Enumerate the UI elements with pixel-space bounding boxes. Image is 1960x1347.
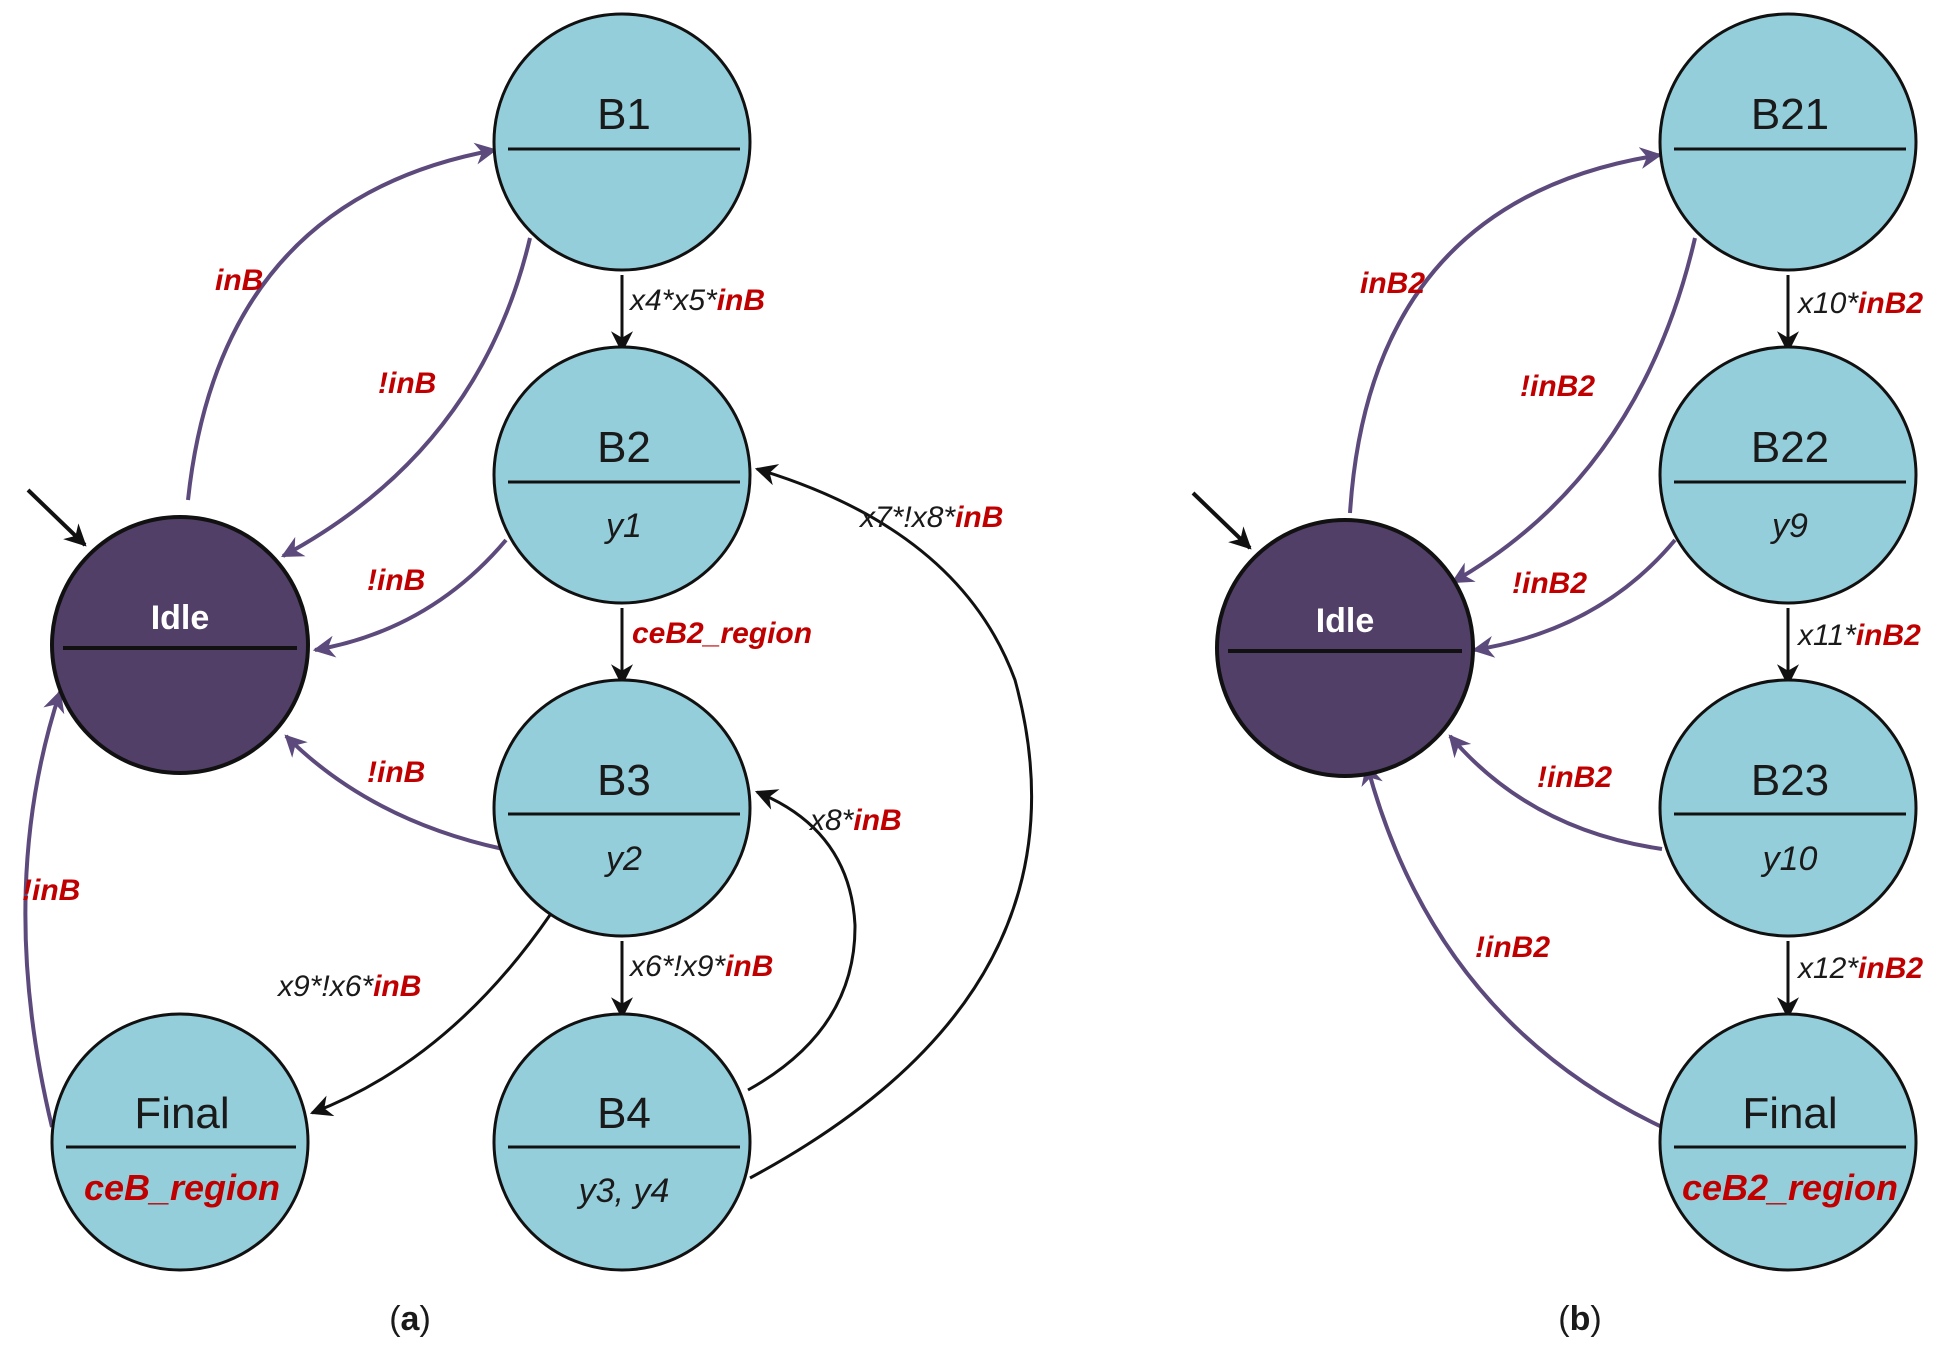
edge-b-idle-b21 [1348,147,1663,514]
initial-arrow-a [26,488,87,547]
state-a-b4-output: y3, y4 [577,1172,670,1210]
state-a-idle-name: Idle [151,599,210,637]
edge-b-final-idle [1361,762,1663,1129]
edge-a-b2-idle [312,538,508,658]
state-b-idle-name: Idle [1316,602,1375,640]
edge-a-idle-b1 [186,142,498,501]
label-a-b2-b3: ceB2_region [632,617,812,650]
state-a-b3: B3 y2 [492,678,752,938]
state-a-b1-name: B1 [597,90,651,139]
state-a-b4: B4 y3, y4 [492,1012,752,1272]
edge-a-b4-b2 [749,464,1034,1180]
label-b-b21-idle: !inB2 [1520,370,1595,403]
label-b-final-idle: !inB2 [1475,931,1550,964]
label-a-b2-idle: !inB [367,564,425,597]
state-a-b2: B2 y1 [492,345,752,605]
state-a-b3-name: B3 [597,756,651,805]
state-b-b22-output: y9 [1770,507,1808,545]
caption-a: (a) [389,1300,431,1338]
state-b-idle: Idle [1215,518,1475,778]
state-a-b4-name: B4 [597,1089,651,1138]
state-a-b1: B1 [492,12,752,272]
state-b-b22-name: B22 [1751,423,1829,472]
edge-a-b3-idle [284,734,504,851]
state-a-final-output: ceB_region [84,1167,280,1208]
label-a-b3-b4: x6*!x9*inB [628,950,773,983]
state-a-idle: Idle [50,515,310,775]
state-a-final: Final ceB_region [50,1012,310,1272]
state-b-b21: B21 [1658,12,1918,272]
caption-b: (b) [1558,1300,1601,1338]
label-b-idle-b21: inB2 [1360,267,1425,300]
state-a-final-name: Final [134,1089,229,1138]
state-b-b23: B23 y10 [1658,678,1918,938]
label-a-b3-final: x9*!x6*inB [276,970,421,1003]
edge-a-b1-idle [281,237,532,558]
state-b-b23-output: y10 [1761,840,1818,878]
state-b-final-name: Final [1742,1089,1837,1138]
state-b-final: Final ceB2_region [1658,1012,1918,1272]
label-a-b4-b3: x8*inB [808,804,902,837]
state-b-b23-name: B23 [1751,756,1829,805]
edge-b-b22-idle [1471,538,1677,658]
state-a-b3-output: y2 [604,840,642,878]
edge-b-b23-idle [1448,734,1663,851]
state-b-final-output: ceB2_region [1682,1167,1898,1208]
label-a-idle-b1: inB [215,264,263,297]
label-a-b3-idle: !inB [367,756,425,789]
label-b-b21-b22: x10*inB2 [1796,287,1923,320]
label-b-b22-idle: !inB2 [1512,567,1587,600]
label-a-b1-idle: !inB [378,367,436,400]
diagram-b: Idle B21 B22 y9 B23 y10 Final ceB2_regio… [1191,12,1923,1338]
state-a-b2-output: y1 [604,507,642,545]
label-b-b23-idle: !inB2 [1537,761,1612,794]
state-a-b2-name: B2 [597,423,651,472]
label-a-b4-b2: x7*!x8*inB [858,501,1003,534]
label-b-b22-b23: x11*inB2 [1796,619,1921,652]
edge-a-final-idle [23,689,65,1128]
edge-a-b3-final [309,914,552,1117]
state-b-b22: B22 y9 [1658,345,1918,605]
label-a-b1-b2: x4*x5*inB [628,284,765,317]
edge-b-b21-idle [1451,237,1697,584]
label-b-b23-final: x12*inB2 [1796,952,1923,985]
label-a-final-idle: !inB [22,874,80,907]
diagram-a: Idle B1 B2 y1 B3 y2 B4 y3, y4 Fi [22,12,1034,1338]
initial-arrow-b [1191,491,1252,550]
state-b-b21-name: B21 [1751,90,1829,139]
edge-a-b4-b3 [747,789,857,1092]
